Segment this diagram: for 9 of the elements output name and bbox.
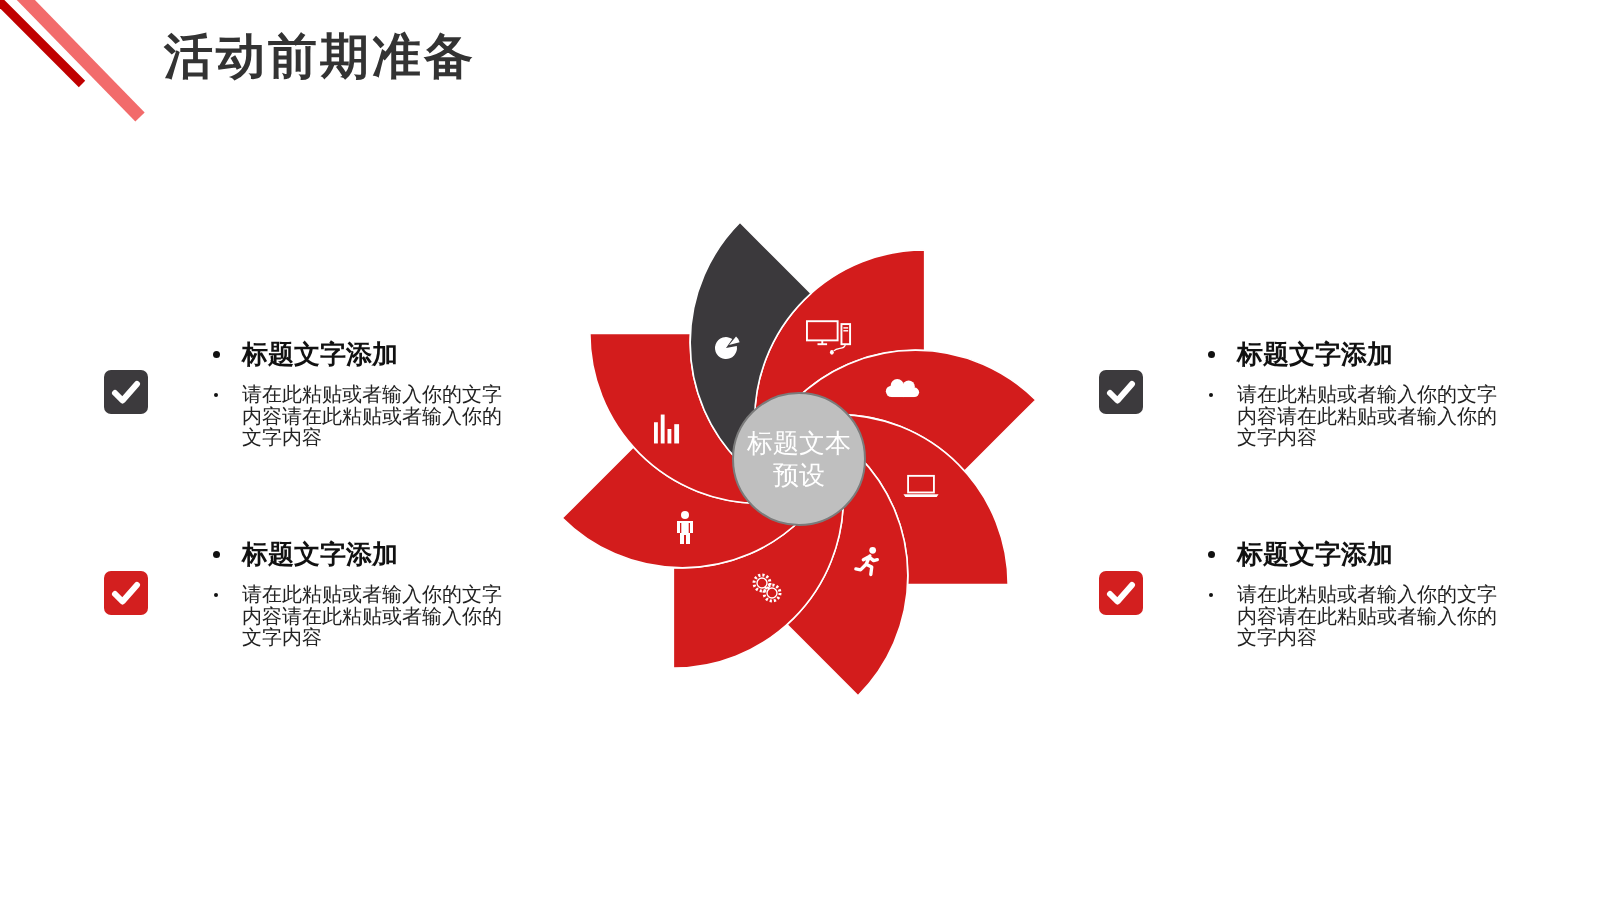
bullet-text: 请在此粘贴或者输入你的文字内容请在此粘贴或者输入你的文字内容 <box>242 384 503 449</box>
slide-title: 活动前期准备 <box>164 28 476 86</box>
bullet-heading: 标题文字添加 <box>1237 338 1393 371</box>
bullet-text: 请在此粘贴或者输入你的文字内容请在此粘贴或者输入你的文字内容 <box>242 584 503 649</box>
bullet-heading: 标题文字添加 <box>1237 538 1393 571</box>
bullet-text: 请在此粘贴或者输入你的文字内容请在此粘贴或者输入你的文字内容 <box>1237 384 1498 449</box>
bullet-text: 请在此粘贴或者输入你的文字内容请在此粘贴或者输入你的文字内容 <box>1237 584 1498 649</box>
bullet-heading: 标题文字添加 <box>242 538 398 571</box>
bullet-heading: 标题文字添加 <box>242 338 398 371</box>
